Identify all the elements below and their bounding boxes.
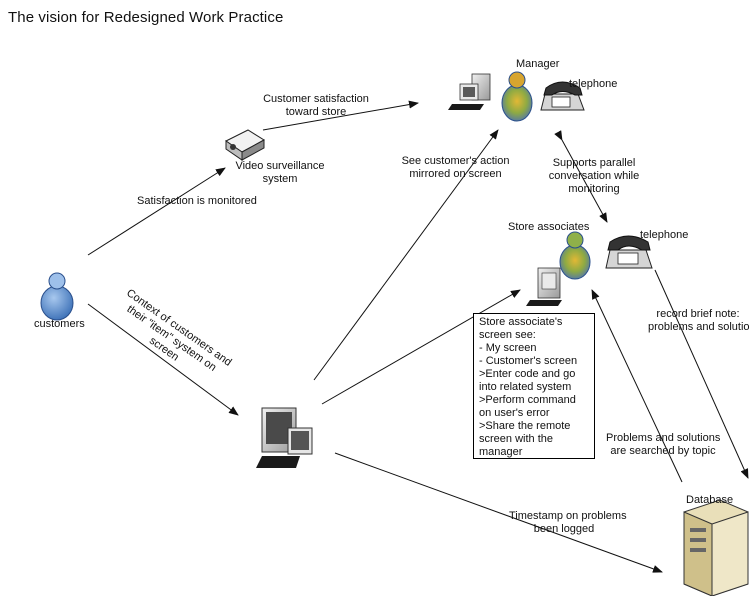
screen-box-line: on user's error: [479, 407, 550, 419]
searched-by-topic-label: Problems and solutions are searched by t…: [606, 432, 721, 457]
screen-box-line: - Customer's screen: [479, 355, 578, 367]
video-surveillance-label: Video surveillance system: [235, 160, 325, 185]
edges: [87, 100, 749, 573]
edge-computer-associate: [321, 289, 521, 405]
associate-computer-icon: [526, 267, 562, 306]
customers-label: customers: [34, 318, 85, 330]
customers-person-icon: [40, 272, 74, 321]
record-note-label: record brief note: problems and solution…: [648, 308, 750, 333]
parallel-conversation-label: Supports parallel conversation while mon…: [548, 157, 640, 195]
screen-box-line: >Enter code and go: [479, 368, 576, 380]
edge-phone-database: [654, 269, 749, 479]
screen-box-line: Store associate's: [479, 316, 563, 328]
database-server-icon: [683, 499, 749, 596]
mirrored-label: See customer's action mirrored on screen: [401, 155, 510, 180]
screen-box-line: - My screen: [479, 342, 537, 354]
page-title: The vision for Redesigned Work Practice: [8, 9, 284, 26]
screen-box-line: >Perform command: [479, 394, 576, 406]
manager-person-icon: [501, 71, 533, 122]
associate-telephone-icon: [605, 235, 653, 269]
video-surveillance-icon: [225, 129, 265, 161]
edge-database-associate: [591, 289, 683, 483]
screen-box-line: into related system: [479, 381, 572, 393]
customer-computer-icon: [256, 407, 313, 468]
customer-satisfaction-label: Customer satisfaction toward store: [263, 93, 369, 118]
edge-computer-database: [334, 452, 663, 573]
edge-video-manager: [262, 100, 419, 131]
associate-person-icon: [559, 231, 591, 280]
manager-computer-icon: [448, 73, 491, 110]
database-label: Database: [686, 494, 734, 506]
store-associates-label: Store associates: [508, 221, 590, 233]
associate-telephone-label: telephone: [640, 229, 689, 241]
screen-box-line: manager: [479, 446, 523, 458]
screen-box-line: screen see:: [479, 329, 536, 341]
satisfaction-monitored-label: Satisfaction is monitored: [137, 195, 257, 207]
edge-manager-associate: [554, 130, 608, 223]
edge-customers-video: [87, 167, 226, 256]
edge-customers-computer: [87, 303, 239, 416]
manager-telephone-icon: [540, 81, 585, 111]
screen-box-line: >Share the remote: [479, 420, 571, 432]
edge-computer-manager: [313, 129, 499, 381]
manager-label: Manager: [516, 58, 560, 70]
timestamp-label: Timestamp on problems been logged: [509, 510, 627, 535]
screen-box-line: screen with the: [479, 433, 553, 445]
manager-telephone-label: telephone: [569, 78, 618, 90]
